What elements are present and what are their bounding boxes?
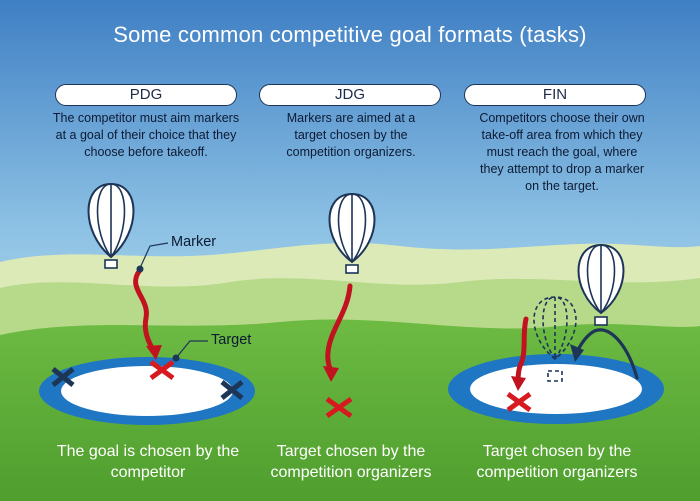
target-cross-icon: [149, 359, 175, 381]
description-fin: Competitors choose their own take-off ar…: [479, 111, 645, 193]
target-cross-icon: [506, 391, 532, 413]
flight-path-line: [576, 328, 639, 380]
description-jdg: Markers are aimed at a target chosen by …: [286, 111, 416, 159]
marker-dot: [136, 265, 144, 273]
tag-pdg: PDG: [55, 84, 237, 106]
target-dot: [172, 354, 180, 362]
arrowhead-icon: [323, 366, 339, 382]
other-goal-cross-icon: [220, 380, 244, 400]
target-label: Target: [211, 332, 252, 348]
marker-drop-path: [133, 267, 157, 355]
description-pdg: The competitor must aim markers at a goa…: [52, 111, 240, 159]
balloon-icon: [328, 192, 376, 274]
tag-jdg: JDG: [259, 84, 441, 106]
target-cross-icon: [325, 396, 353, 419]
diagram-title: Some common competitive goal formats (ta…: [113, 22, 587, 47]
takeoff-balloon-dashed-icon: [533, 296, 577, 382]
caption-jdg: Target chosen by the competition organiz…: [270, 443, 432, 481]
balloon-icon: [577, 243, 625, 326]
other-goal-cross-icon: [51, 367, 75, 387]
arrowhead-icon: [146, 345, 162, 360]
caption-pdg: The goal is chosen by the competitor: [56, 443, 240, 481]
arrowhead-icon: [570, 344, 584, 362]
balloon-icon: [87, 182, 135, 269]
tag-fin: FIN: [464, 84, 646, 106]
arrowhead-icon: [511, 376, 526, 391]
caption-fin: Target chosen by the competition organiz…: [476, 443, 638, 481]
target-leader-line: [175, 340, 208, 359]
marker-leader-line: [139, 242, 169, 269]
marker-label: Marker: [171, 234, 217, 250]
goal-area-pdg: [61, 366, 233, 416]
